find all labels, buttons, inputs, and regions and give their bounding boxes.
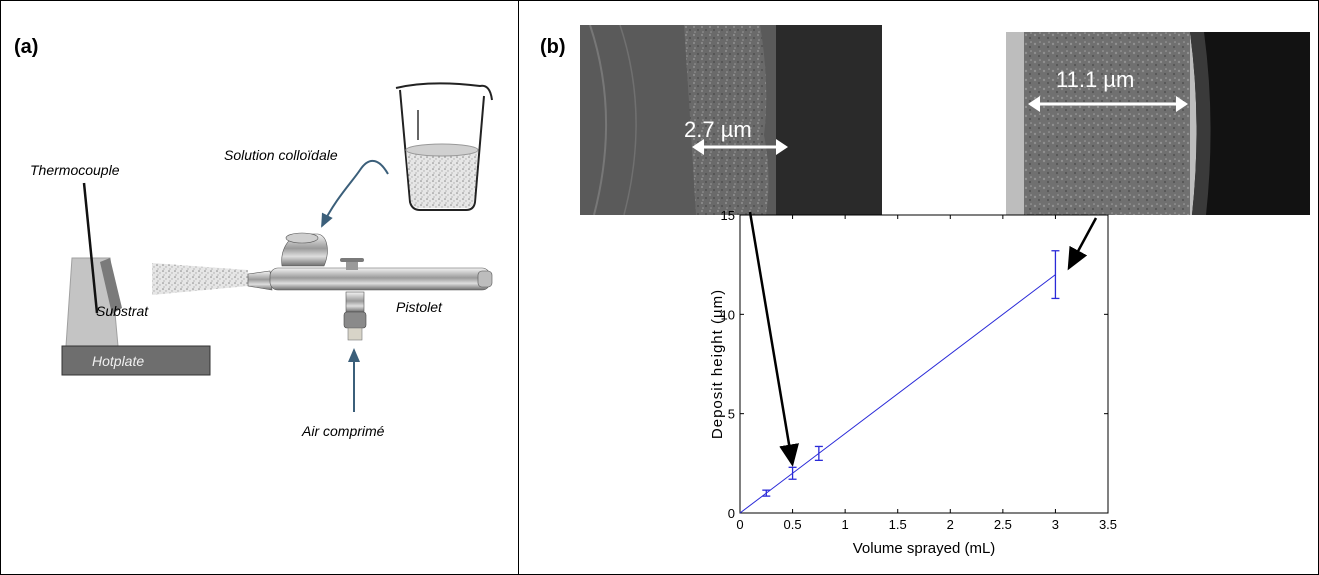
x-tick-label: 0.5	[784, 517, 802, 532]
solution-label: Solution colloïdale	[224, 147, 338, 163]
solution-arrow	[321, 159, 389, 228]
x-tick-label: 0	[736, 517, 743, 532]
x-tick-label: 2	[947, 517, 954, 532]
error-bar	[814, 445, 823, 462]
beaker	[395, 82, 493, 211]
pistolet-label: Pistolet	[396, 299, 443, 315]
air-label: Air comprimé	[301, 423, 385, 439]
thermocouple-label: Thermocouple	[30, 162, 120, 178]
airbrush-gun	[247, 232, 493, 341]
sem-right-label: 11.1 µm	[1056, 67, 1134, 92]
y-tick-label: 5	[728, 407, 735, 422]
x-tick-label: 2.5	[994, 517, 1012, 532]
x-tick-label: 3.5	[1099, 517, 1117, 532]
pointer-arrow-right	[1067, 217, 1098, 271]
error-bar	[1051, 250, 1060, 300]
error-bar	[788, 466, 797, 480]
x-tick-label: 1.5	[889, 517, 907, 532]
substrat-label: Substrat	[96, 303, 149, 319]
spray-cone	[152, 263, 248, 295]
y-tick-label: 0	[728, 506, 735, 521]
y-tick-label: 10	[721, 307, 735, 322]
panel-divider	[518, 0, 519, 575]
y-tick-label: 15	[721, 208, 735, 223]
sem-left-label: 2.7 µm	[684, 117, 752, 142]
hotplate-label: Hotplate	[92, 353, 144, 369]
error-bar	[762, 489, 771, 497]
y-axis-label: Deposit height (µm)	[709, 289, 726, 439]
panel-b-label: (b)	[540, 36, 566, 58]
thermocouple-wire	[82, 182, 99, 314]
x-tick-label: 1	[842, 517, 849, 532]
x-axis-label: Volume sprayed (mL)	[853, 540, 996, 557]
substrate	[100, 258, 122, 314]
pointer-arrow-left	[748, 211, 799, 467]
spray-schematic: Thermocouple Solution colloïdale Substra…	[30, 82, 493, 439]
hotplate	[61, 345, 211, 376]
x-tick-label: 3	[1052, 517, 1059, 532]
sem-image-left: 2.7 µm	[580, 25, 882, 215]
sem-image-right: 11.1 µm	[1006, 32, 1310, 215]
plot-area	[739, 214, 1109, 514]
panel-a-label: (a)	[14, 36, 39, 58]
